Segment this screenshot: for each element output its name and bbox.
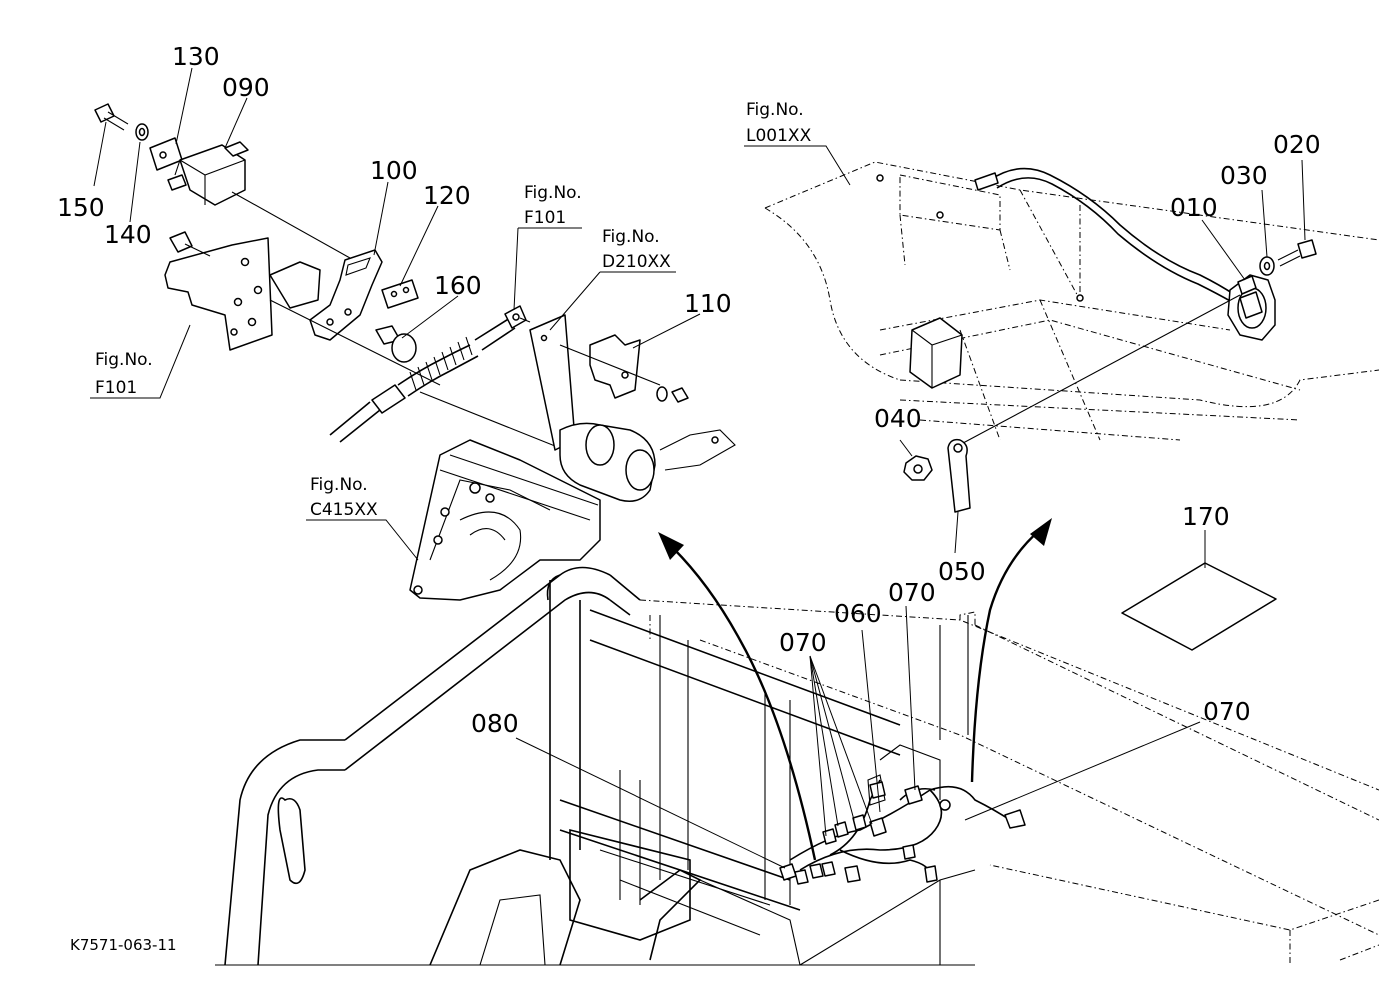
fig-ref-code-d210xx: D210XX [602, 252, 671, 272]
label-070-c: 070 [1203, 697, 1251, 726]
fig-ref-code-f101-right: F101 [524, 208, 566, 228]
fig-ref-code-c415xx: C415XX [310, 500, 378, 520]
fig-ref-label-f101-right: Fig.No. [524, 183, 582, 203]
wiring-harness-drawing [779, 779, 1026, 885]
fig-ref-label-c415xx: Fig.No. [310, 475, 368, 495]
figure-references: Fig.No. F101 Fig.No. F101 Fig.No. D210XX… [95, 100, 812, 520]
label-070-a: 070 [888, 578, 936, 607]
label-130: 130 [172, 42, 220, 71]
lever-assembly [529, 314, 736, 502]
pointer-arrows [658, 518, 1052, 861]
label-sheet-170 [1121, 562, 1277, 651]
switch-bracket-assembly [94, 103, 591, 461]
label-170: 170 [1182, 502, 1230, 531]
label-140: 140 [104, 220, 152, 249]
fig-ref-code-f101-left: F101 [95, 378, 137, 398]
transmission-housing [409, 439, 601, 601]
label-060: 060 [834, 599, 882, 628]
frame-switch-assembly [764, 161, 1379, 513]
vehicle-frame-drawing [215, 566, 1379, 966]
label-150: 150 [57, 193, 105, 222]
fig-ref-code-l001xx: L001XX [746, 126, 812, 146]
label-100: 100 [370, 156, 418, 185]
label-010: 010 [1170, 193, 1218, 222]
label-040: 040 [874, 404, 922, 433]
label-020: 020 [1273, 130, 1321, 159]
fig-ref-label-f101-left: Fig.No. [95, 350, 153, 370]
label-090: 090 [222, 73, 270, 102]
label-110: 110 [684, 289, 732, 318]
label-070-b: 070 [779, 628, 827, 657]
fig-ref-label-d210xx: Fig.No. [602, 227, 660, 247]
label-160: 160 [434, 271, 482, 300]
label-080: 080 [471, 709, 519, 738]
drawing-code: K7571-063-11 [70, 936, 177, 954]
fig-ref-label-l001xx: Fig.No. [746, 100, 804, 120]
part-number-labels: 130 090 150 140 100 120 160 110 020 030 … [57, 42, 1321, 738]
label-050: 050 [938, 557, 986, 586]
leader-lines [90, 67, 1306, 869]
label-120: 120 [423, 181, 471, 210]
label-030: 030 [1220, 161, 1268, 190]
